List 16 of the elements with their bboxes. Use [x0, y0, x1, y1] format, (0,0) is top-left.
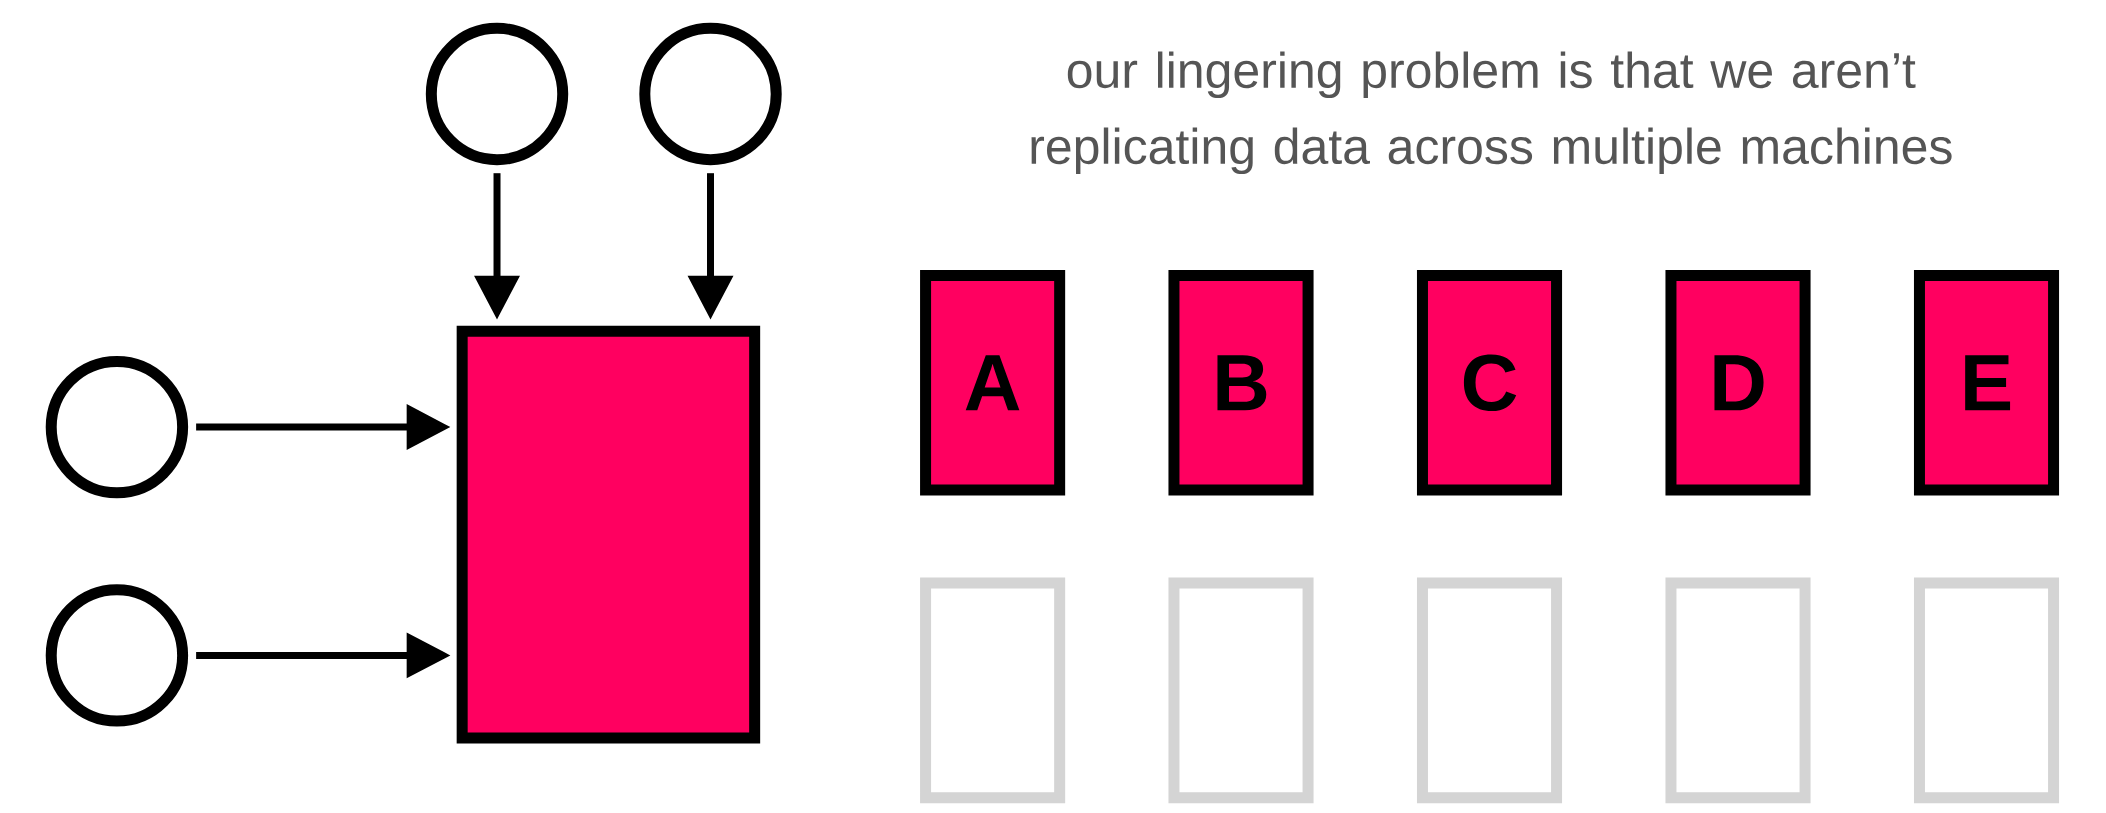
- circle: [45, 355, 189, 499]
- circle: [425, 22, 569, 166]
- empty-box: [1416, 577, 1563, 804]
- shard-box: B: [1168, 270, 1314, 496]
- empty-box: [920, 577, 1066, 804]
- empty-box: [1168, 577, 1314, 804]
- circle: [45, 584, 189, 727]
- empty-box: [1665, 577, 1811, 804]
- circle: [639, 22, 782, 166]
- server-box: [456, 325, 761, 744]
- shard-box: A: [920, 270, 1066, 496]
- empty-box: [1913, 577, 2060, 804]
- shard-box: E: [1913, 270, 2060, 496]
- shard-box: C: [1416, 270, 1563, 496]
- heading: our lingering problem is that we aren’t replicating data across multiple machines: [1031, 51, 1952, 175]
- shard-box: D: [1665, 270, 1811, 496]
